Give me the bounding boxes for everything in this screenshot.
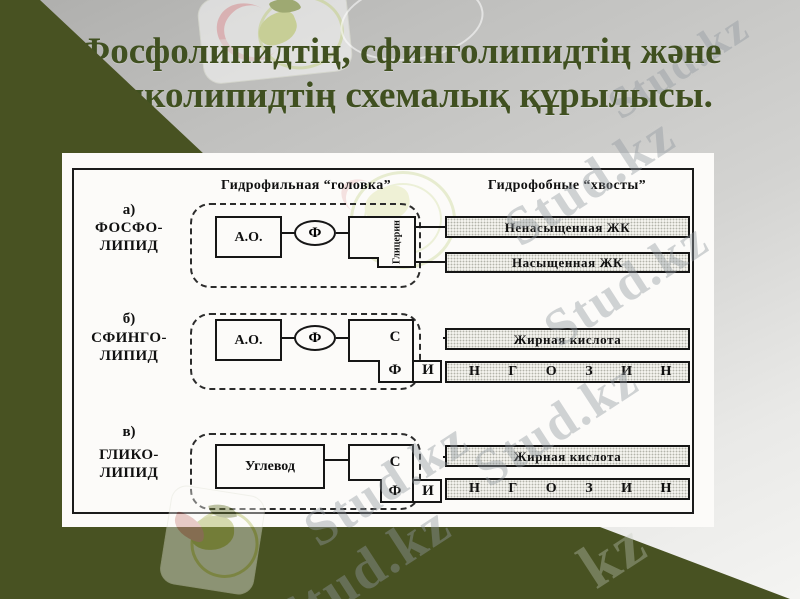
glycerol-label: Глицерин	[391, 220, 403, 264]
connector-line	[416, 261, 445, 263]
sphingosine-letters-row: Н Г О З И Н	[447, 480, 688, 498]
sphingosine-tail-box-v: Н Г О З И Н	[445, 478, 690, 500]
section-b-name: СФИНГО- ЛИПИД	[75, 329, 183, 365]
tail-letter: О	[545, 364, 558, 379]
connector-line	[336, 232, 349, 234]
connector-line	[336, 337, 349, 339]
carbohydrate-box: Углевод	[215, 444, 325, 489]
tail-letter: З	[585, 481, 594, 496]
section-v-name-line2: ЛИПИД	[99, 465, 159, 481]
sphingosine-letter-i: И	[422, 483, 434, 499]
tail-letter: Н	[469, 481, 481, 496]
tail-letter: И	[621, 481, 633, 496]
sphingosine-letter-f: Ф	[388, 362, 402, 378]
fatty-acid-box-v: Жирная кислота	[445, 445, 690, 467]
fatty-acid-box-b: Жирная кислота	[445, 328, 690, 350]
tail-letter: Н	[469, 364, 481, 379]
diagram-frame	[72, 168, 694, 514]
sphingosine-head-shape	[348, 444, 442, 503]
sphingosine-head-shape	[348, 319, 442, 383]
section-v-name: ГЛИКО- ЛИПИД	[75, 446, 183, 482]
sphingosine-letter-f: Ф	[388, 483, 402, 499]
connector-line	[281, 337, 295, 339]
section-b-name-line1: СФИНГО-	[91, 330, 167, 346]
sphingosine-letters-row: Н Г О З И Н	[447, 363, 688, 381]
section-v-marker: в)	[122, 424, 136, 440]
tail-letter: З	[585, 364, 594, 379]
hydrophilic-head-outline-a	[190, 203, 421, 288]
tail-letter: И	[621, 364, 633, 379]
connector-line	[324, 459, 348, 461]
studkz-logo-bottom	[157, 483, 268, 597]
sphingosine-tail-box-b: Н Г О З И Н	[445, 361, 690, 383]
connector-line	[416, 226, 445, 228]
glycerol-shape	[348, 216, 416, 268]
section-a-marker: а)	[122, 202, 136, 218]
section-b-marker: б)	[122, 311, 136, 327]
title-line-2: гликолипидтің схемалық құрылысы.	[87, 75, 713, 116]
sphingosine-letter-c: С	[389, 454, 401, 470]
slide-title: Фосфолипидтің, сфинголипидтің және глико…	[20, 30, 780, 118]
saturated-fatty-acid-box: Насыщенная ЖК	[445, 252, 690, 273]
tail-letter: О	[545, 481, 558, 496]
phosphate-circle-a: Ф	[294, 220, 336, 246]
sphingosine-letter-i: И	[422, 362, 434, 378]
section-a-name: ФОСФО- ЛИПИД	[75, 219, 183, 255]
title-line-1: Фосфолипидтің, сфинголипидтің және	[78, 31, 722, 72]
tail-letter: Г	[508, 481, 518, 496]
section-a-name-line1: ФОСФО-	[95, 220, 163, 236]
unsaturated-fatty-acid-box: Ненасыщенная ЖК	[445, 216, 690, 238]
hydrophilic-head-outline-b	[190, 313, 421, 390]
diagram-panel: Гидрофильная “головка” Гидрофобные “хвос…	[62, 153, 714, 527]
section-v-name-line1: ГЛИКО-	[99, 447, 159, 463]
header-hydrophobic: Гидрофобные “хвосты”	[487, 178, 647, 193]
phosphate-circle-b: Ф	[294, 325, 336, 351]
hydrophilic-head-outline-v	[190, 433, 421, 510]
sphingosine-letter-c: С	[389, 329, 401, 345]
section-a-name-line2: ЛИПИД	[99, 238, 159, 254]
connector-line	[281, 232, 295, 234]
tail-letter: Г	[508, 364, 518, 379]
header-hydrophilic: Гидрофильная “головка”	[220, 178, 391, 193]
tail-letter: Н	[660, 364, 672, 379]
alcohol-residue-box-b: А.О.	[215, 319, 282, 361]
section-b-name-line2: ЛИПИД	[99, 348, 159, 364]
alcohol-residue-box-a: А.О.	[215, 216, 282, 258]
tail-letter: Н	[660, 481, 672, 496]
